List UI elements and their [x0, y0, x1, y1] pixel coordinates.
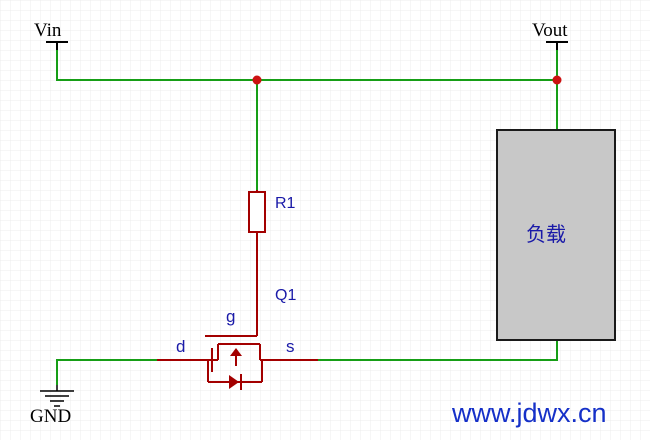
vout-terminal-symbol: [546, 41, 568, 50]
ground-symbol: [40, 385, 74, 407]
gate-label: g: [226, 307, 235, 326]
vin-label: Vin: [34, 20, 62, 41]
mosfet-arrow: [230, 348, 242, 356]
junction-dot-right: [552, 75, 562, 85]
gnd-label: GND: [30, 406, 71, 427]
resistor-r1: [248, 190, 266, 336]
vout-label: Vout: [532, 20, 568, 41]
gnd-wire: [56, 359, 157, 385]
q1-label: Q1: [275, 287, 296, 304]
load-return-wire: [318, 340, 558, 361]
junction-dot-left: [252, 75, 262, 85]
watermark-text: www.jdwx.cn: [451, 398, 607, 428]
top-rail-wire: [56, 42, 558, 130]
wires: [56, 42, 558, 385]
load-box: [496, 129, 616, 341]
load-label: 负载: [526, 223, 566, 246]
drain-label: d: [176, 337, 185, 356]
source-label: s: [286, 337, 295, 356]
body-diode: [229, 374, 242, 390]
r1-label: R1: [275, 195, 296, 212]
vin-terminal-symbol: [46, 41, 68, 50]
